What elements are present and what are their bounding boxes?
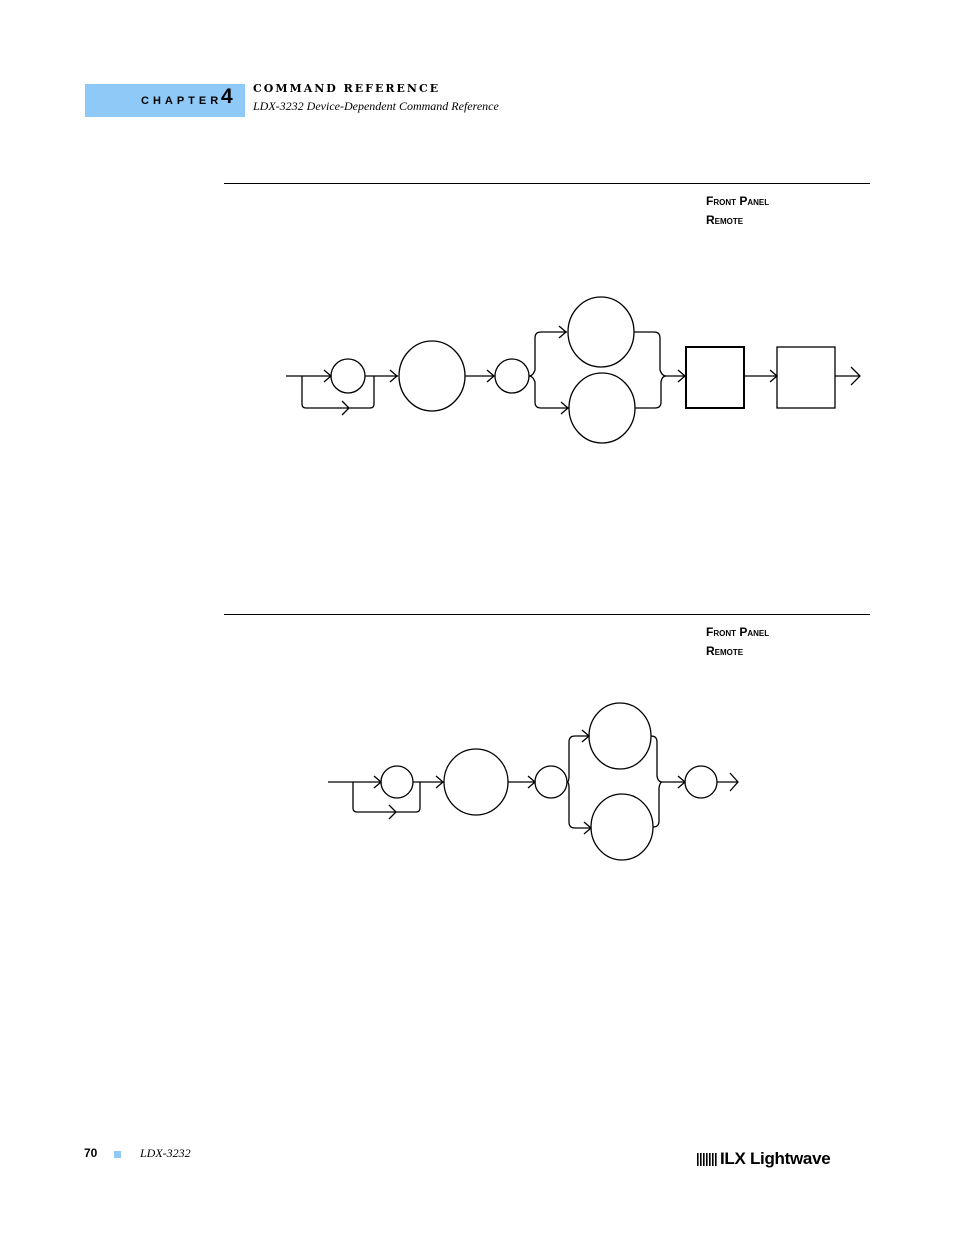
d1-box-terminator — [776, 346, 836, 409]
d1-arrow-bottom — [560, 401, 569, 415]
d2-node-query — [684, 765, 718, 799]
chapter-number: 4 — [221, 85, 233, 108]
d1-exit-arrow — [850, 366, 861, 386]
chapter-word: CHAPTER — [141, 95, 223, 107]
d2-node-keyword — [443, 748, 509, 816]
block-2-front-panel-label: Front Panel — [706, 625, 770, 639]
d2-bypass-arrow — [388, 804, 397, 820]
footer-product: LDX-3232 — [140, 1146, 191, 1160]
d1-node-option-a — [567, 296, 635, 368]
d2-node-colon-2 — [534, 765, 568, 799]
d1-branch-top — [528, 331, 567, 377]
block-2-rule — [224, 614, 870, 615]
d2-node-option-b — [590, 793, 654, 861]
d2-merge-bottom — [652, 781, 663, 828]
d1-node-option-b — [568, 372, 636, 444]
d1-branch-bottom — [528, 375, 569, 409]
d1-bypass — [301, 376, 375, 409]
d2-branch-top — [566, 735, 589, 783]
page-number: 70 — [84, 1146, 98, 1160]
d2-branch-bottom — [566, 781, 591, 829]
syntax-diagram-1 — [286, 296, 861, 444]
d2-node-colon — [380, 765, 414, 799]
d1-merge-bottom — [635, 375, 667, 409]
logo-mark-icon — [697, 1152, 717, 1166]
block-1-rule — [224, 183, 870, 184]
d1-node-keyword — [398, 340, 466, 412]
chapter-tab — [85, 84, 245, 117]
d1-bypass-arrow — [341, 400, 350, 416]
block-1-remote-label: Remote — [706, 213, 744, 227]
d1-arrow-2 — [389, 369, 398, 383]
syntax-diagram-2 — [328, 702, 739, 861]
d1-arrow-top — [558, 325, 567, 339]
d2-merge-top — [650, 735, 663, 783]
logo-text: ILX Lightwave — [720, 1149, 831, 1168]
d2-arrow-2 — [435, 775, 444, 789]
d1-merge-top — [634, 331, 667, 377]
d2-bypass — [352, 782, 421, 813]
d1-box-value — [685, 346, 745, 409]
d2-exit-arrow — [729, 772, 739, 792]
section-title: COMMAND REFERENCE — [253, 82, 441, 95]
footer-bullet — [114, 1151, 121, 1158]
d1-node-colon-2 — [494, 358, 530, 394]
d2-node-option-a — [588, 702, 652, 770]
d1-node-colon — [330, 358, 366, 394]
ilx-lightwave-logo: ILX Lightwave — [697, 1148, 831, 1170]
section-subtitle: LDX-3232 Device-Dependent Command Refere… — [253, 99, 499, 113]
block-1-front-panel-label: Front Panel — [706, 194, 770, 208]
d1-arrow-3 — [486, 369, 495, 383]
block-2-remote-label: Remote — [706, 644, 744, 658]
